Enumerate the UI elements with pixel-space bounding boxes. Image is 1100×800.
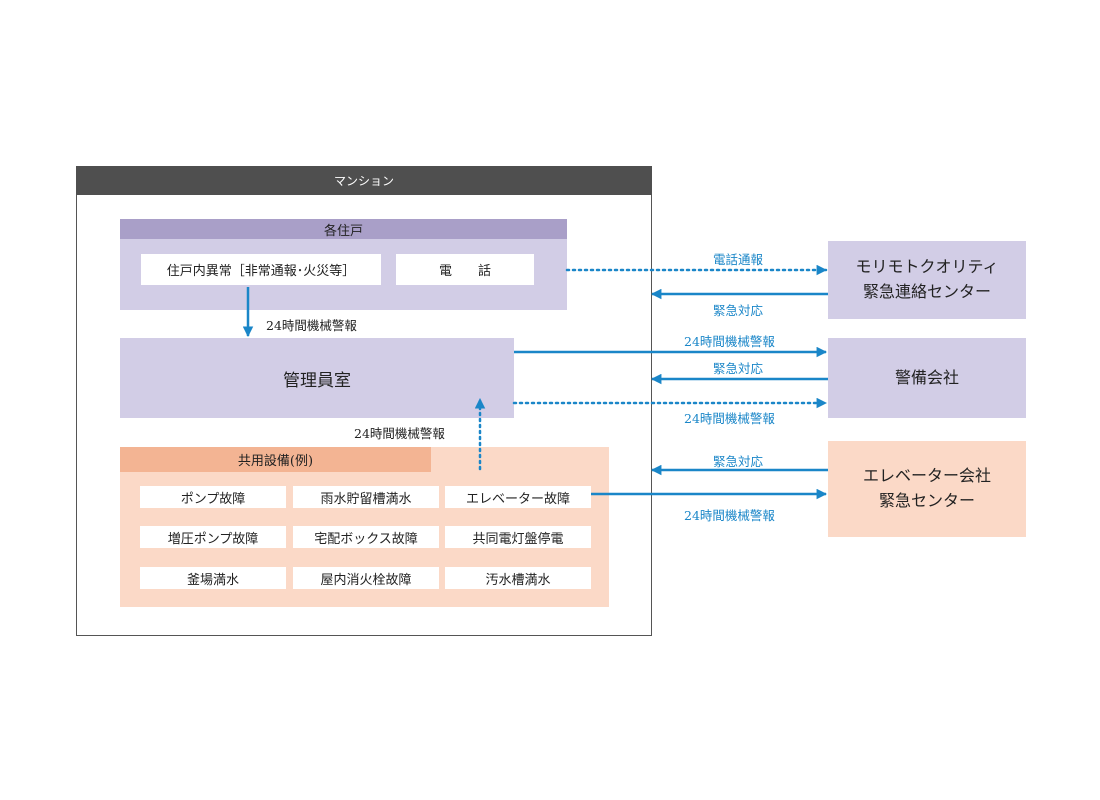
elevator-center-name: 緊急センター <box>878 491 975 510</box>
facility-item: 汚水槽満水 <box>445 567 591 589</box>
facilities-title: 共用設備(例) <box>120 447 431 472</box>
morimoto-name: モリモトクオリティ <box>855 257 999 277</box>
facility-item: 屋内消火栓故障 <box>293 567 439 589</box>
abnormal-alert-box: 住戸内異常［非常通報･火災等］ <box>141 254 381 285</box>
facility-item: ポンプ故障 <box>140 486 286 508</box>
label-elevator-alarm: 24時間機械警報 <box>684 508 775 523</box>
label-office-alarm: 24時間機械警報 <box>684 334 775 349</box>
label-elevator-response: 緊急対応 <box>713 454 764 469</box>
elevator-company-name: エレベーター会社 <box>862 466 991 486</box>
facility-item: エレベーター故障 <box>445 486 591 508</box>
elevator-company-box: エレベーター会社 緊急センター <box>828 441 1026 537</box>
label-units-to-office: 24時間機械警報 <box>266 318 357 333</box>
morimoto-center-name: 緊急連絡センター <box>862 282 991 301</box>
facility-item: 雨水貯留槽満水 <box>293 486 439 508</box>
label-phone-call: 電話通報 <box>713 252 764 267</box>
label-morimoto-response: 緊急対応 <box>713 303 764 318</box>
security-company-box: 警備会社 <box>828 338 1026 418</box>
mansion-title: マンション <box>76 166 652 195</box>
label-office-alarm-dotted: 24時間機械警報 <box>684 411 775 426</box>
phone-box: 電 話 <box>396 254 534 285</box>
morimoto-emergency-center-box: モリモトクオリティ 緊急連絡センター <box>828 241 1026 319</box>
facility-item: 宅配ボックス故障 <box>293 526 439 548</box>
units-title: 各住戸 <box>120 219 567 239</box>
management-office-box: 管理員室 <box>120 338 514 418</box>
label-security-response: 緊急対応 <box>713 361 764 376</box>
facility-item: 増圧ポンプ故障 <box>140 526 286 548</box>
facility-item: 釜場満水 <box>140 567 286 589</box>
label-facility-to-office: 24時間機械警報 <box>354 426 445 441</box>
facility-item: 共同電灯盤停電 <box>445 526 591 548</box>
